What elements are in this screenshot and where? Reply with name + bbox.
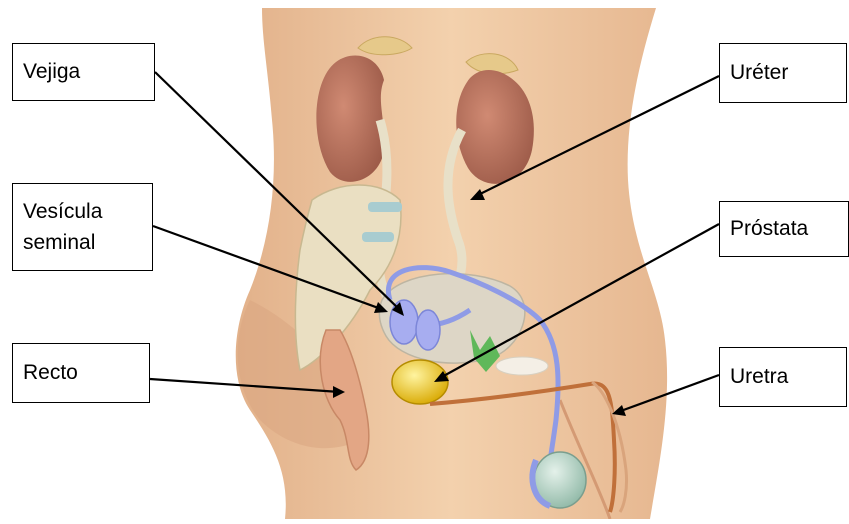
label-ureter-text: Uréter [730,60,788,85]
label-recto-text: Recto [23,360,78,385]
vertebral-disc [368,202,402,212]
label-vejiga-text: Vejiga [23,59,80,84]
seminal-vesicle [416,310,440,350]
label-uretra-text: Uretra [730,364,788,389]
label-vesicula-line1: Vesícula [23,199,102,224]
label-recto: Recto [12,343,150,403]
label-vejiga: Vejiga [12,43,155,101]
left-kidney [316,56,384,182]
label-ureter: Uréter [719,43,847,103]
pubic-bone [496,357,548,375]
label-vesicula-text: Vesícula seminal [23,199,102,255]
vertebral-disc [362,232,394,242]
seminal-vesicle [390,300,418,344]
label-uretra: Uretra [719,347,847,407]
label-prostata-text: Próstata [730,216,808,241]
label-vesicula-seminal: Vesícula seminal [12,183,153,271]
label-vesicula-line2: seminal [23,230,102,255]
label-prostata: Próstata [719,201,849,257]
prostate [392,360,448,404]
